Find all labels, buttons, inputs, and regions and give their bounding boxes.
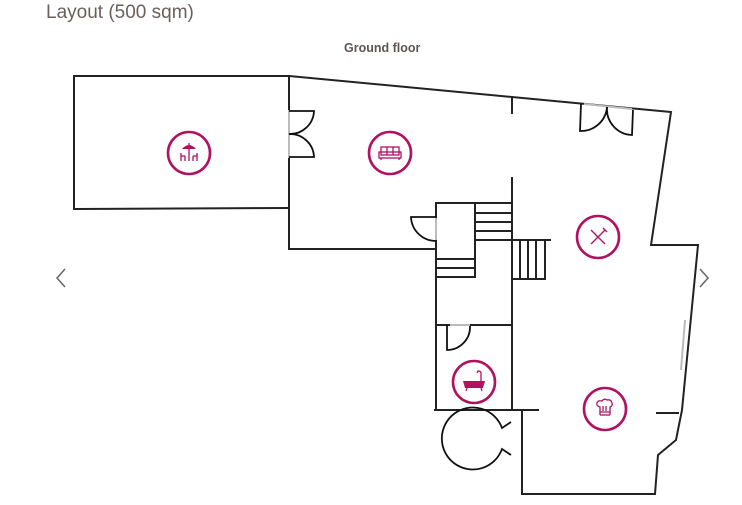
floor-label: Ground floor [344, 41, 421, 55]
cutlery-icon[interactable] [575, 214, 621, 260]
chevron-left-icon [55, 268, 66, 288]
outer-walls [287, 74, 700, 495]
interior-walls [434, 96, 679, 414]
terrace-umbrella-icon[interactable] [166, 130, 212, 176]
previous-floor-button[interactable] [50, 263, 74, 293]
page-title: Layout (500 sqm) [46, 2, 194, 23]
chef-hat-icon[interactable] [582, 386, 628, 432]
next-floor-button[interactable] [692, 263, 716, 293]
chevron-right-icon [699, 268, 710, 288]
doors [288, 103, 634, 471]
sofa-icon[interactable] [367, 130, 413, 176]
bathtub-icon[interactable] [451, 359, 497, 405]
terrace-walls [73, 75, 291, 211]
